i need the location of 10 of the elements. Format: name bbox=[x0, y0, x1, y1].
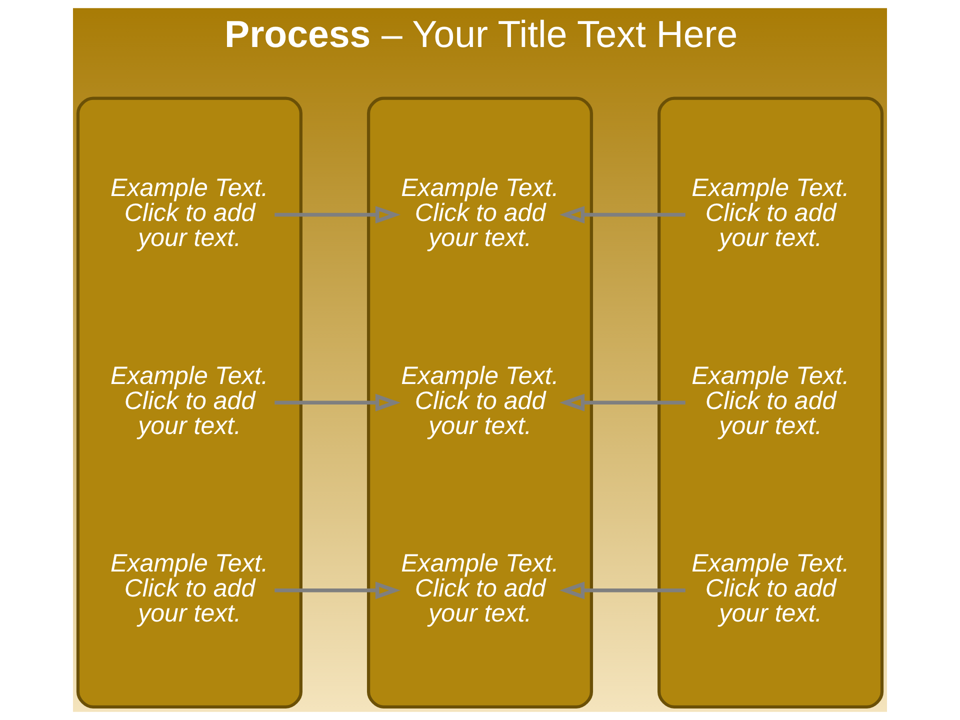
node-box: Example Text. Click to add your text. Example Text. Click to add your text. Example Text. Click to add your text. bbox=[658, 96, 884, 708]
arrow bbox=[559, 206, 686, 224]
node-box: Example Text. Click to add your text. Example Text. Click to add your text. Example Text. Click to add your text. bbox=[76, 96, 302, 708]
arrow bbox=[274, 582, 401, 600]
arrow bbox=[559, 394, 686, 412]
arrow bbox=[274, 394, 401, 412]
node-box: Example Text. Click to add your text. Example Text. Click to add your text. Example Text. Click to add your text. bbox=[366, 96, 594, 708]
arrow bbox=[559, 582, 686, 600]
arrow bbox=[274, 206, 401, 224]
diagram-title: Process – Your Title Text Here bbox=[224, 12, 738, 55]
